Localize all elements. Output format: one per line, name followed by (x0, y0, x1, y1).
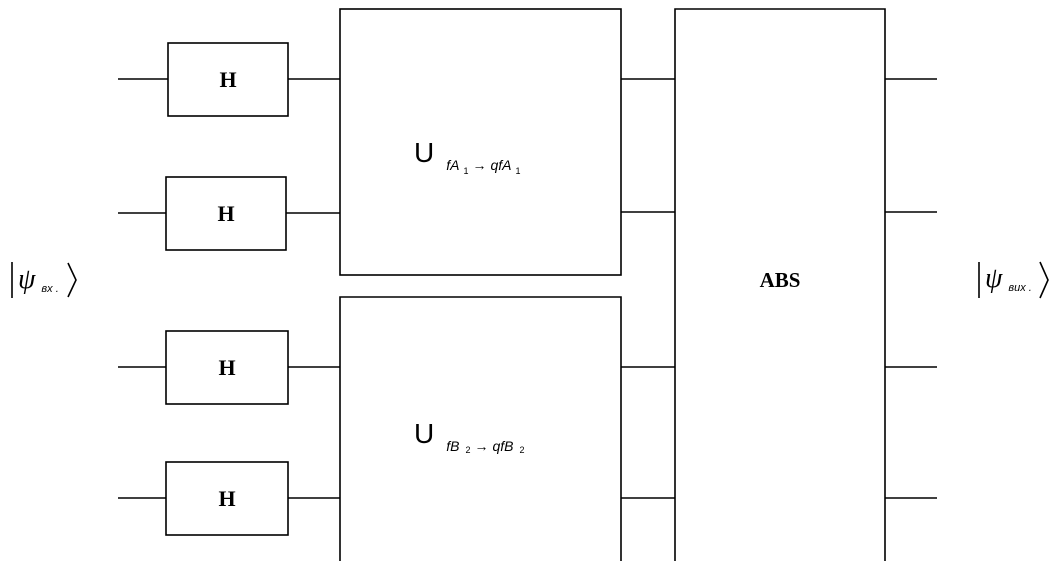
abs-block-label: ABS (760, 268, 801, 292)
oracle-block-b: U fB 2 → qfB 2 (339, 296, 622, 561)
output-state-label: ψ вих . (985, 263, 1032, 294)
hadamard-gate-label: H (219, 67, 236, 92)
hadamard-gate-3: H (165, 330, 289, 405)
oracle-b-label: U fB 2 → qfB 2 (414, 418, 525, 457)
input-state-ket: ψ вх . (11, 262, 77, 298)
abs-block: ABS (674, 8, 886, 561)
hadamard-gate-label: H (218, 486, 235, 511)
oracle-block-a: U fA 1 → qfA 1 (339, 8, 622, 276)
output-state-ket: ψ вих . (978, 261, 1049, 299)
oracle-a-label: U fA 1 → qfA 1 (414, 137, 521, 178)
input-state-label: ψ вх . (18, 264, 59, 295)
hadamard-gate-2: H (165, 176, 287, 251)
ket-angle-icon (67, 262, 77, 298)
hadamard-gate-label: H (218, 355, 235, 380)
hadamard-gate-label: H (217, 201, 234, 226)
ket-angle-icon (1039, 261, 1049, 299)
hadamard-gate-4: H (165, 461, 289, 536)
hadamard-gate-1: H (167, 42, 289, 117)
